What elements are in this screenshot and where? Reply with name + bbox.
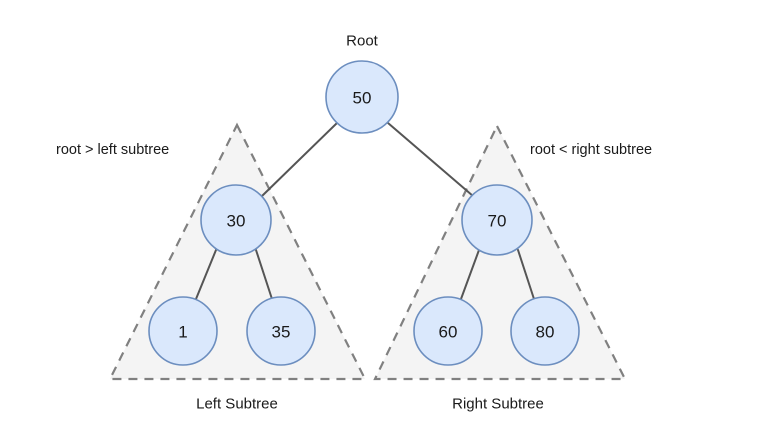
node-1-circle[interactable] <box>148 296 218 366</box>
node-80-label: 80 <box>536 323 555 342</box>
node-60-circle[interactable] <box>413 296 483 366</box>
node-60-label: 60 <box>439 323 458 342</box>
left-rule-annotation: root > left subtree <box>56 142 169 158</box>
right-rule-annotation: root < right subtree <box>530 142 652 158</box>
node-root-label: 50 <box>353 89 372 108</box>
right-subtree-caption: Right Subtree <box>452 396 544 413</box>
node-30-label: 30 <box>227 212 246 231</box>
edge-left-child-to-leaf-35 <box>255 249 273 300</box>
node-35-circle[interactable] <box>246 296 316 366</box>
node-35-label: 35 <box>272 323 291 342</box>
root-caption: Root <box>346 33 379 50</box>
edge-root-to-left-child <box>261 122 338 197</box>
node-70-circle[interactable] <box>461 184 533 256</box>
edge-right-child-to-leaf-60 <box>460 249 480 300</box>
node-root-circle[interactable] <box>325 60 399 134</box>
left-subtree-caption: Left Subtree <box>196 396 278 413</box>
node-30-circle[interactable] <box>200 184 272 256</box>
node-70-label: 70 <box>488 212 507 231</box>
node-1-label: 1 <box>178 323 187 342</box>
edge-right-child-to-leaf-80 <box>517 249 535 300</box>
node-80-circle[interactable] <box>510 296 580 366</box>
edge-root-to-right-child <box>387 122 474 197</box>
edge-left-child-to-leaf-1 <box>195 249 217 300</box>
